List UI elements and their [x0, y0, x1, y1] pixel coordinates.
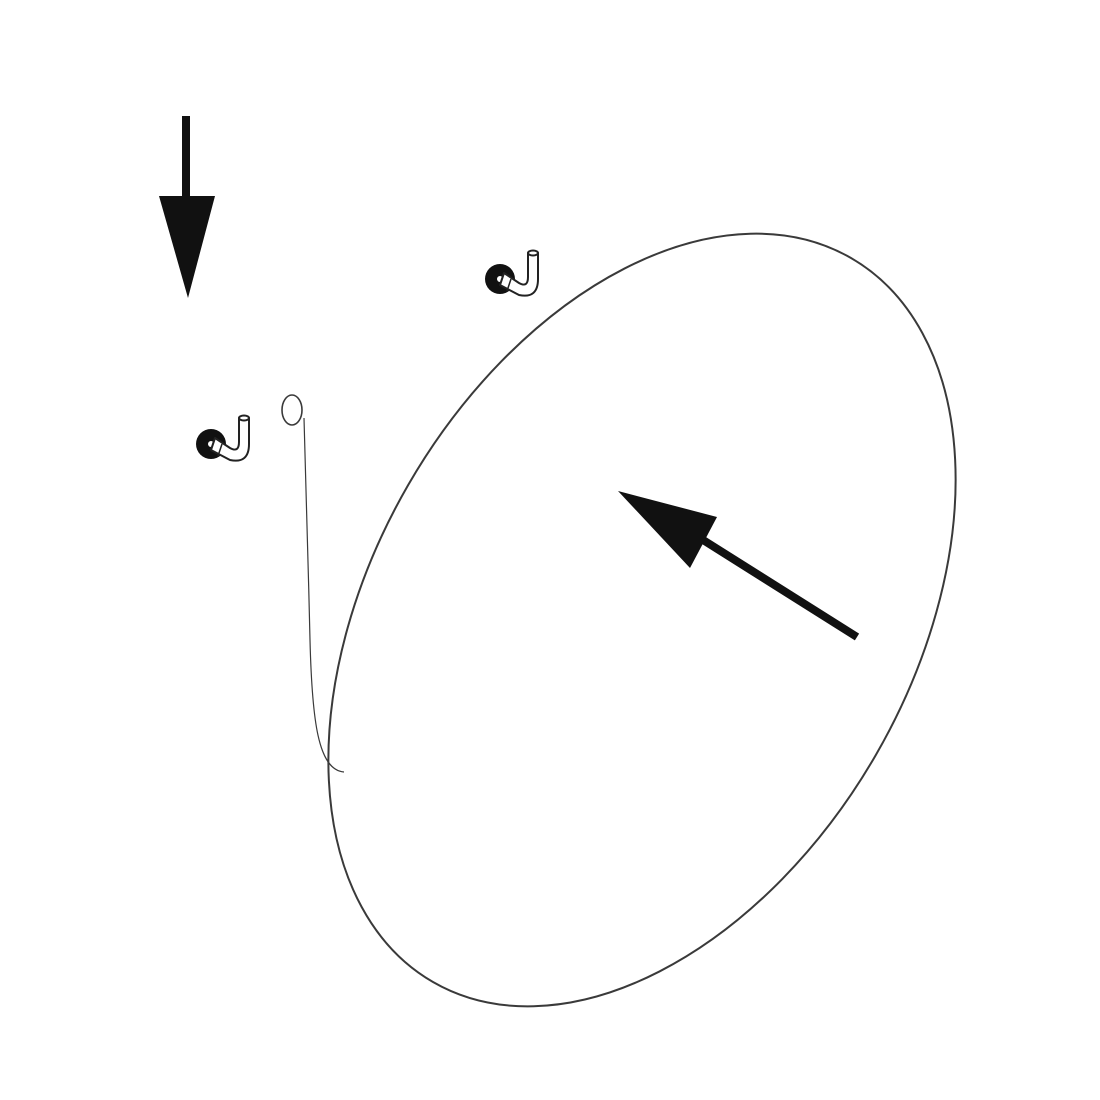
wall-hook-upper — [485, 249, 539, 297]
mount-arrow-shaft — [689, 529, 860, 641]
mount-arrow-head — [618, 491, 717, 568]
hanging-wire-loop — [281, 394, 303, 426]
mirror — [327, 232, 957, 1008]
hanging-wire — [303, 417, 345, 773]
wall-hook-left — [196, 414, 250, 462]
down-arrow-head — [159, 196, 215, 298]
mount-arrow — [618, 491, 860, 641]
down-arrow — [159, 116, 215, 298]
